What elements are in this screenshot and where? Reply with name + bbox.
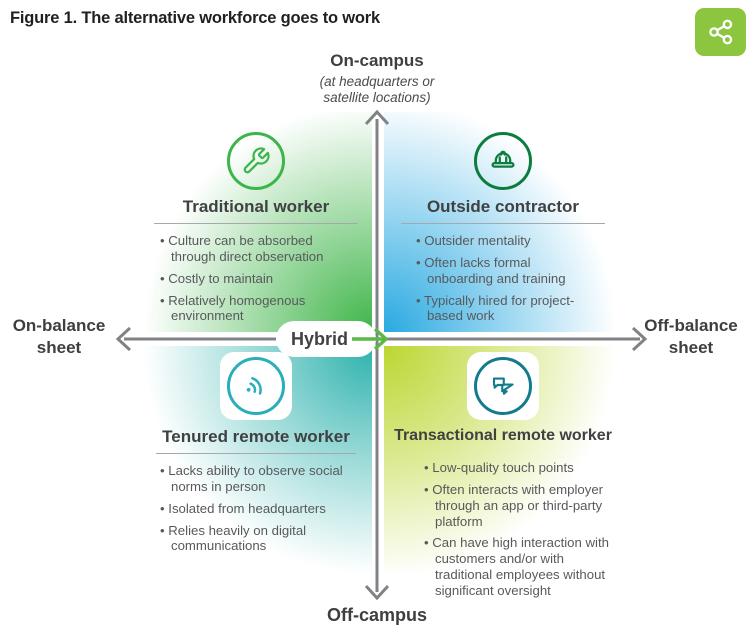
wrench-icon bbox=[227, 132, 285, 190]
title-underline bbox=[154, 223, 358, 224]
hybrid-pill: Hybrid bbox=[276, 321, 389, 357]
icon-plate bbox=[220, 352, 292, 420]
bullet-item: Isolated from headquarters bbox=[160, 501, 356, 517]
bullet-item: Outsider mentality bbox=[416, 233, 588, 249]
icon-plate bbox=[467, 352, 539, 420]
quadrant-transactional-remote-worker: Transactional remote worker Low-quality … bbox=[384, 346, 622, 598]
bullet-item: Lacks ability to observe social norms in… bbox=[160, 463, 356, 495]
title-underline bbox=[156, 453, 356, 454]
axis-label-on-campus: On-campus bbox=[330, 51, 424, 70]
arrowhead-down bbox=[364, 584, 390, 601]
chat-bubbles-icon bbox=[474, 357, 532, 415]
arrowhead-left bbox=[115, 326, 132, 352]
bullet-item: Can have high interaction with customers… bbox=[424, 535, 622, 598]
quadrant-title: Tenured remote worker bbox=[162, 427, 350, 446]
bullet-item: Often interacts with employer through an… bbox=[424, 482, 622, 530]
hard-hat-icon bbox=[474, 132, 532, 190]
hybrid-arrow-right-icon bbox=[351, 325, 389, 353]
axis-label-on-balance-sheet: On-balance sheet bbox=[12, 316, 106, 357]
quadrant-bullet-list: Culture can be absorbed through direct o… bbox=[160, 233, 352, 330]
hybrid-label: Hybrid bbox=[291, 328, 349, 349]
bullet-item: Culture can be absorbed through direct o… bbox=[160, 233, 352, 265]
quadrant-bullet-list: Low-quality touch points Often interacts… bbox=[424, 460, 622, 605]
axis-label-off-balance-sheet: Off-balance sheet bbox=[644, 316, 738, 357]
quadrant-bullet-list: Outsider mentality Often lacks formal on… bbox=[416, 233, 588, 330]
quadrant-title: Traditional worker bbox=[182, 197, 330, 216]
quadrant-tenured-remote-worker: Tenured remote worker Lacks ability to o… bbox=[140, 346, 372, 572]
quadrant-outside-contractor: Outside contractor Outsider mentality Of… bbox=[384, 112, 622, 332]
title-underline bbox=[401, 223, 605, 224]
bullet-item: Costly to maintain bbox=[160, 271, 352, 287]
quadrant-bullet-list: Lacks ability to observe social norms in… bbox=[160, 463, 356, 560]
figure-title: Figure 1. The alternative workforce goes… bbox=[10, 9, 380, 27]
wireless-signal-icon bbox=[227, 357, 285, 415]
bullet-item: Typically hired for project-based work bbox=[416, 293, 588, 325]
bullet-item: Relatively homogenous environment bbox=[160, 293, 352, 325]
quadrant-title: Transactional remote worker bbox=[394, 427, 612, 444]
bullet-item: Low-quality touch points bbox=[424, 460, 622, 476]
axis-sublabel-on-campus: (at headquarters or satellite locations) bbox=[319, 74, 435, 105]
share-icon bbox=[707, 18, 735, 46]
bullet-item: Often lacks formal onboarding and traini… bbox=[416, 255, 588, 287]
bullet-item: Relies heavily on digital communications bbox=[160, 523, 356, 555]
quadrant-traditional-worker: Traditional worker Culture can be absorb… bbox=[140, 112, 372, 332]
axis-label-off-campus: Off-campus bbox=[326, 605, 427, 625]
share-button[interactable] bbox=[695, 8, 746, 56]
quadrant-title: Outside contractor bbox=[426, 197, 580, 216]
